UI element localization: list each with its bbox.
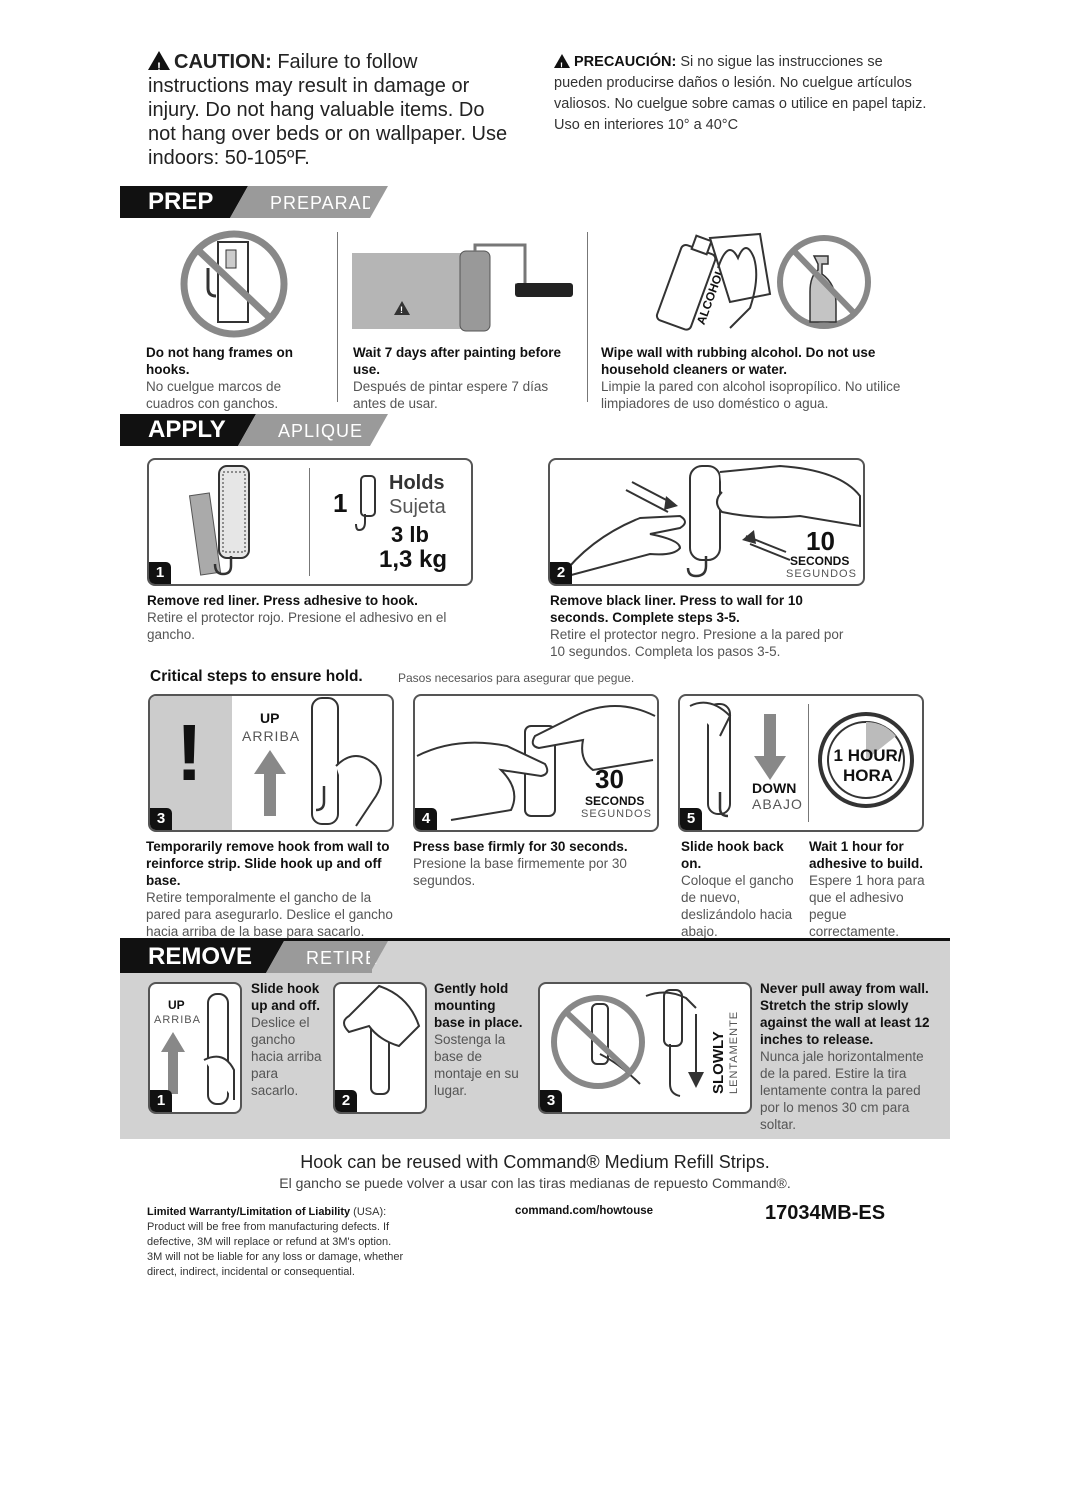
precaucion-text: Si no sigue las instrucciones se pueden … [554,54,927,133]
apply-step-5-panel: DOWN ABAJO 1 HOUR/ HORA 5 [678,694,924,832]
weight-kg: 1,3 kg [379,546,448,573]
howto-url[interactable]: command.com/howtouse [515,1205,654,1217]
apply-step-4-panel: 30 SECONDS SEGUNDOS 4 [413,694,659,832]
prep-caption-3: Wipe wall with rubbing alcohol. Do not u… [601,345,901,411]
step-number: 3 [150,808,172,830]
prep-caption-1: Do not hang frames on hooks. No cuelgue … [146,345,294,411]
apply-caption-1: Remove red liner. Press adhesive to hook… [147,593,447,642]
seconds-en: SECONDS [790,554,850,568]
weight-lb: 3 lb [391,522,429,547]
apply-step-1-panel: 1 Holds Sujeta 3 lb 1,3 kg 1 [147,458,473,586]
remove-title: REMOVE [120,941,266,973]
clock-icon [818,712,914,808]
prep-title: PREP [120,186,230,218]
ten-seconds-number: 10 [806,526,835,556]
apply-caption-5a: Slide hook back on. Coloque el gancho de… [681,839,794,939]
apply-title: APPLY [120,414,238,446]
product-code: 17034MB-ES [765,1202,886,1224]
apply-caption-3: Temporarily remove hook from wall to rei… [146,839,393,939]
remove-caption-2: Gently hold mounting base in place. Sost… [434,981,523,1098]
warranty-region: (USA): [353,1206,387,1218]
exclamation-icon: ! [176,708,203,797]
stretch-strip-icon [551,989,704,1097]
apply-banner: APPLY APLIQUE [120,414,388,446]
reuse-en: Hook can be reused with Command® Medium … [300,1152,770,1172]
press-base-icon [416,705,656,821]
critical-steps-heading: Critical steps to ensure hold. [150,668,363,685]
remove-banner: REMOVE RETIRE [120,941,388,973]
remove-caption-3: Never pull away from wall. Stretch the s… [760,981,930,1132]
paint-roller-icon: ! [352,243,573,332]
caution-english: CAUTION: Failure to follow instructions … [148,50,508,170]
apply-subtitle: APLIQUE [256,414,370,446]
reuse-es: El gancho se puede volver a usar con las… [279,1175,791,1191]
prep-subtitle: PREPARADO [248,186,390,218]
hour-en: 1 HOUR/ [833,746,903,765]
step-number: 1 [149,562,171,584]
step-number: 1 [150,1090,172,1112]
remove-step-1-panel: UP ARRIBA 1 [148,982,242,1114]
caution-heading: CAUTION: [174,51,272,73]
up-en: UP [260,710,280,726]
prep-caption-2: Wait 7 days after painting before use. D… [353,345,562,411]
press-hands-icon [557,464,861,580]
apply-step-3-panel: ! UP ARRIBA 3 [148,694,394,832]
step-number: 3 [540,1090,562,1112]
remove-caption-1: Slide hook up and off. Deslice el gancho… [251,981,322,1098]
remove-subtitle: RETIRE [284,941,377,973]
svg-text:!: ! [400,305,403,315]
down-en: DOWN [752,780,797,796]
step-number: 4 [415,808,437,830]
warning-icon [554,54,570,77]
hold-base-icon [343,984,421,1095]
warning-icon [148,51,170,79]
slide-hook-down-icon [689,701,786,818]
thirty-seconds-number: 30 [595,764,624,794]
up-en: UP [168,998,185,1012]
holds-en: Holds [389,472,445,494]
seconds-en: SECONDS [585,794,645,808]
slide-hook-icon [311,697,382,827]
remove-step-3-panel: SLOWLY LENTAMENTE 3 [538,982,752,1114]
caution-text: Failure to follow instructions may resul… [148,51,508,169]
precaucion-heading: PRECAUCIÓN: [574,54,677,70]
warranty-text: Product will be free from manufacturing … [147,1221,404,1278]
caution-spanish: PRECAUCIÓN: Si no sigue las instruccione… [554,52,934,136]
step-number: 2 [335,1090,357,1112]
remove-step-2-panel: 2 [333,982,427,1114]
hook-adhesive-icon [188,465,250,576]
apply-caption-2: Remove black liner. Press to wall for 10… [550,593,844,659]
slowly-en: SLOWLY [710,1031,727,1094]
holds-count: 1 [333,488,348,518]
no-frames-icon [180,230,288,338]
small-hook-icon [355,475,376,532]
warranty-heading: Limited Warranty/Limitation of Liability [147,1206,351,1218]
apply-caption-4: Press base firmly for 30 seconds. Presio… [413,839,628,888]
step-number: 5 [680,808,702,830]
up-es: ARRIBA [242,728,301,744]
up-arrow-icon [254,750,286,816]
slowly-es: LENTAMENTE [728,1010,740,1094]
prep-banner: PREP PREPARADO [120,186,390,218]
critical-steps-es: Pasos necesarios para asegurar que pegue… [398,671,635,685]
seconds-es: SEGUNDOS [786,568,857,580]
alcohol-wipe-icon: ALCOHOL [655,232,871,331]
step-number: 2 [550,562,572,584]
up-es: ARRIBA [154,1014,201,1026]
apply-step-2-panel: 10 SECONDS SEGUNDOS 2 [548,458,865,586]
apply-caption-5b: Wait 1 hour for adhesive to build. Esper… [809,839,925,939]
up-arrow-icon [161,1032,185,1094]
down-es: ABAJO [752,796,803,812]
warranty-block: Limited Warranty/Limitation of Liability… [147,1205,409,1280]
hour-es: HORA [842,766,894,785]
seconds-es: SEGUNDOS [581,808,652,820]
slide-hook-icon [203,993,235,1105]
holds-es: Sujeta [389,496,446,518]
